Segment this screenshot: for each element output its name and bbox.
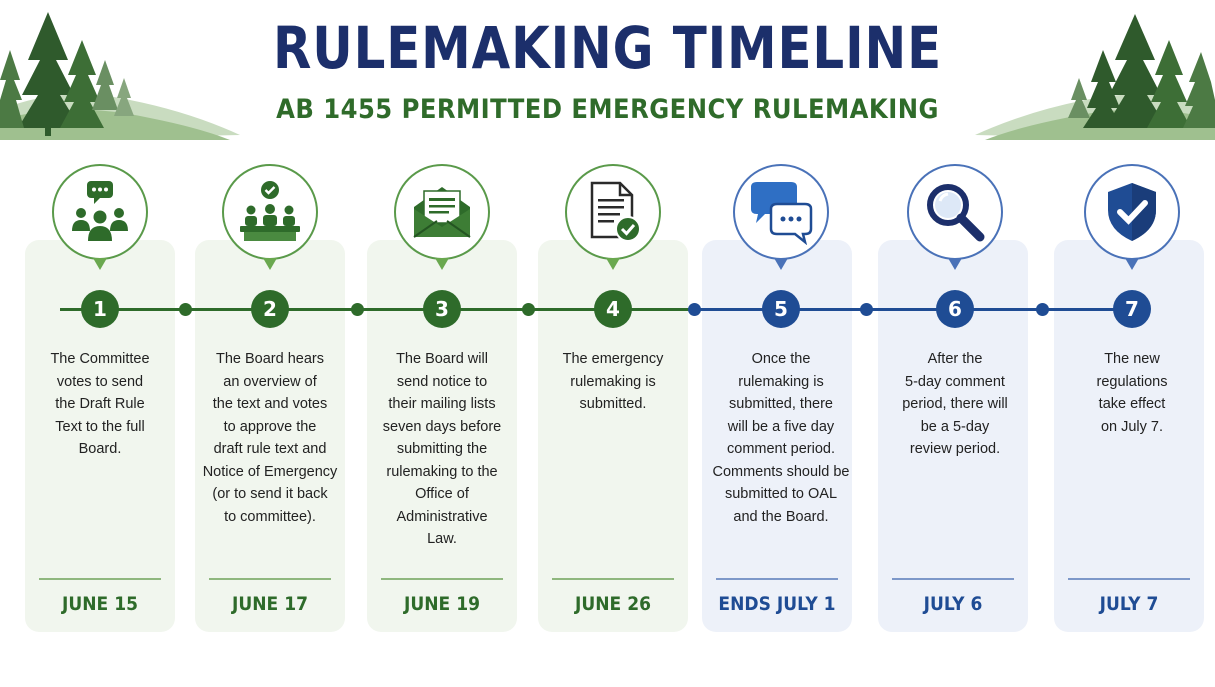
forest-illustration-right: [975, 14, 1215, 140]
page-title: RULEMAKING TIMELINE: [272, 14, 943, 82]
date-divider: [892, 578, 1014, 580]
committee-meeting-icon: [72, 181, 128, 241]
step-description-5: Once the rulemaking is submitted, there …: [712, 351, 850, 525]
date-divider: [39, 578, 161, 580]
timeline-dot: [351, 303, 364, 316]
step-icon-4: [565, 164, 661, 274]
step-date-5: ENDS JULY 1: [718, 593, 836, 615]
forest-illustration-left: [0, 12, 240, 140]
step-date-6: JULY 6: [923, 593, 983, 615]
step-description-7: The new regulations take effect on July …: [1096, 351, 1168, 435]
step-description-1: The Committee votes to send the Draft Ru…: [50, 351, 150, 457]
magnifying-glass-icon: [927, 184, 985, 242]
step-date-2: JUNE 17: [232, 593, 308, 615]
step-number-3: 3: [423, 290, 461, 328]
board-vote-icon: [240, 181, 300, 241]
step-number-2: 2: [251, 290, 289, 328]
page-subtitle: AB 1455 PERMITTED EMERGENCY RULEMAKING: [276, 94, 939, 125]
step-icon-7: [1084, 164, 1180, 274]
date-divider: [716, 578, 838, 580]
timeline-line-green: [60, 308, 700, 311]
step-date-3: JUNE 19: [404, 593, 480, 615]
date-divider: [552, 578, 674, 580]
timeline-dot: [688, 303, 701, 316]
step-icon-3: [394, 164, 490, 274]
timeline-dot: [179, 303, 192, 316]
shield-check-icon: [1108, 183, 1156, 241]
step-description-6: After the 5-day comment period, there wi…: [902, 351, 1008, 457]
timeline-dot: [1036, 303, 1049, 316]
document-check-icon: [590, 181, 641, 242]
step-description-3: The Board will send notice to their mail…: [382, 351, 502, 547]
step-description-4: The emergency rulemaking is submitted.: [562, 351, 664, 412]
date-divider: [381, 578, 503, 580]
timeline-dot: [522, 303, 535, 316]
step-icon-6: [907, 164, 1003, 274]
step-description-2: The Board hears an overview of the text …: [202, 351, 338, 525]
step-icon-1: [52, 164, 148, 274]
step-date-4: JUNE 26: [575, 593, 651, 615]
step-number-4: 4: [594, 290, 632, 328]
envelope-notice-icon: [413, 187, 471, 238]
step-icon-5: [733, 164, 829, 274]
speech-bubbles-icon: [751, 182, 813, 245]
date-divider: [1068, 578, 1190, 580]
step-number-7: 7: [1113, 290, 1151, 328]
step-date-7: JULY 7: [1099, 593, 1159, 615]
step-icon-2: [222, 164, 318, 274]
step-number-6: 6: [936, 290, 974, 328]
step-number-1: 1: [81, 290, 119, 328]
timeline-dot: [860, 303, 873, 316]
date-divider: [209, 578, 331, 580]
step-date-1: JUNE 15: [62, 593, 138, 615]
step-number-5: 5: [762, 290, 800, 328]
timeline-line-blue: [690, 308, 1150, 311]
